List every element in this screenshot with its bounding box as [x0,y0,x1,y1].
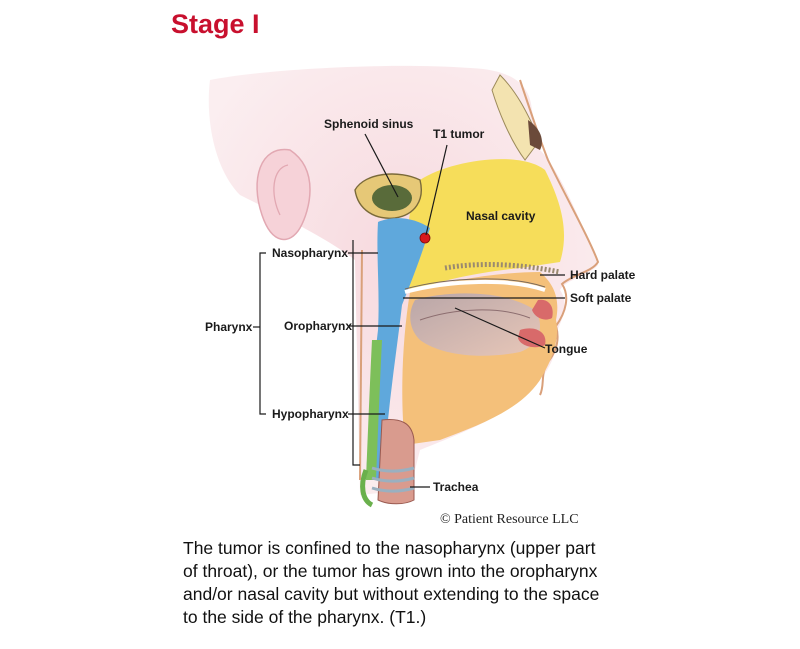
tongue-shape [410,293,540,356]
caption-line-4: to the side of the pharynx. (T1.) [183,607,427,627]
label-pharynx: Pharynx [205,320,253,334]
caption-line-1: The tumor is confined to the nasopharynx… [183,538,596,558]
label-trachea: Trachea [433,480,479,494]
label-hard-palate: Hard palate [570,268,636,282]
label-t1-tumor: T1 tumor [433,127,485,141]
nasal-cavity-region [407,159,565,292]
trachea-shape [377,419,415,505]
stage-description: The tumor is confined to the nasopharynx… [183,537,743,629]
stage-title: Stage I [171,9,260,39]
ear [256,148,311,241]
caption-line-3: and/or nasal cavity but without extendin… [183,584,600,604]
label-soft-palate: Soft palate [570,291,632,305]
label-nasal-cavity: Nasal cavity [466,209,536,223]
label-oropharynx: Oropharynx [284,319,352,333]
label-hypopharynx: Hypopharynx [272,407,349,421]
label-nasopharynx: Nasopharynx [272,246,348,260]
anatomy-diagram: Sphenoid sinus T1 tumor Nasal cavity Nas… [205,65,636,508]
t1-tumor-marker [419,232,431,244]
caption-line-2: of throat), or the tumor has grown into … [183,561,598,581]
label-sphenoid-sinus: Sphenoid sinus [324,117,414,131]
copyright-notice: © Patient Resource LLC [440,512,579,527]
label-tongue: Tongue [545,342,588,356]
